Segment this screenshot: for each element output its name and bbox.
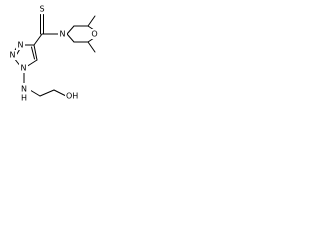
chemical-structure: S N O N N N N H OH (8, 4, 99, 103)
bond-n-amino-ch2 (29, 89, 41, 97)
atom-o-morpholine: O (90, 29, 99, 39)
atom-n-triazole-2: N (8, 50, 17, 60)
bond-triazole-c4-c5-a (33, 44, 38, 61)
bond-c-triazole (33, 33, 43, 46)
atom-s-thione: S (38, 4, 46, 14)
atom-o-hydroxyl: OH (65, 91, 81, 101)
atom-label-n-amino: N (21, 85, 27, 94)
atom-n-triazole-3: N (16, 40, 25, 50)
atom-label-n-triazole-1: N (21, 64, 27, 73)
atom-label-n-morpholine: N (60, 30, 66, 39)
bond-methyl-bottom (87, 41, 96, 53)
bond-methyl-top (87, 15, 96, 27)
atom-labels: S N O N N N N H OH (8, 4, 99, 103)
bonds (13, 14, 96, 97)
atom-label-s: S (39, 5, 44, 14)
atom-n-morpholine: N (58, 29, 67, 39)
bond-morph-c6-n (66, 33, 75, 43)
atom-n-triazole-1: N (19, 63, 28, 73)
atom-label-n-triazole-2: N (10, 51, 16, 60)
atom-n-amino: N H (19, 83, 31, 103)
bond-ch2-oh (53, 89, 67, 97)
bond-ch2-ch2 (39, 89, 55, 97)
atom-label-oh: OH (66, 92, 78, 101)
atom-label-n-triazole-3: N (18, 41, 24, 50)
atom-label-o-morpholine: O (91, 30, 97, 39)
bond-morph-n-c2 (66, 25, 75, 35)
bond-triazole-c4-c5-b (31, 46, 35, 60)
atom-label-h-amino: H (21, 94, 27, 103)
